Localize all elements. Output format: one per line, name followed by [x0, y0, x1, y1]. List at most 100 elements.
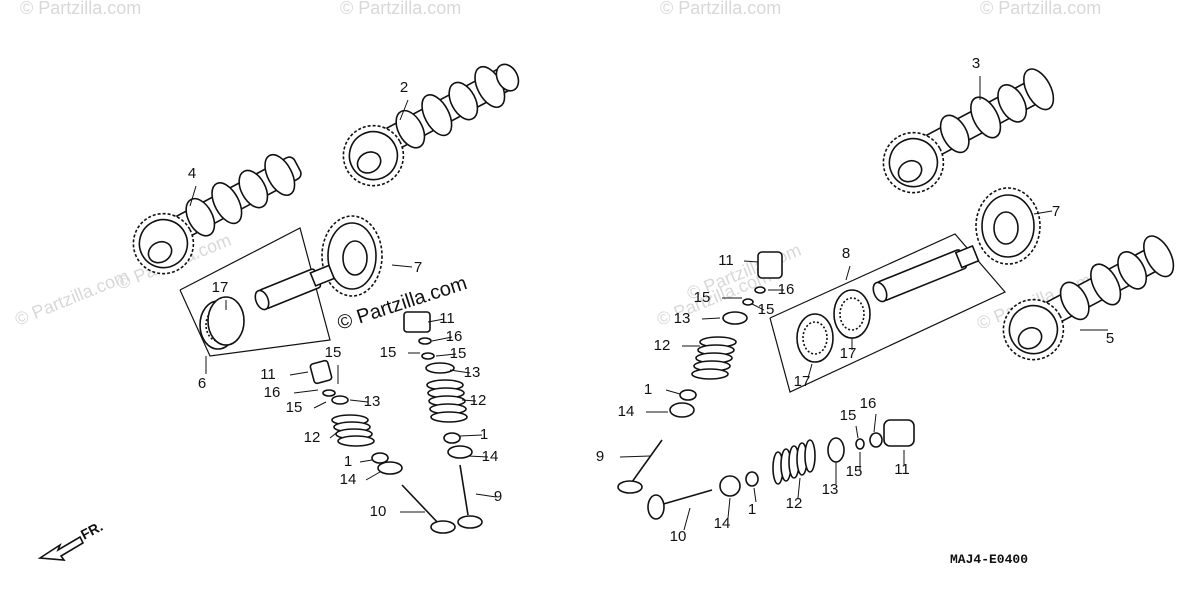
callout-leader-line [1033, 210, 1053, 215]
callout-leader-line [807, 363, 813, 379]
callout-number: 7 [414, 259, 422, 276]
front-direction-arrow: FR. [37, 518, 105, 561]
callout-number: 12 [786, 495, 803, 512]
callout-number: 13 [822, 481, 839, 498]
idler-assembly-6 [179, 227, 336, 357]
callout-number: 8 [842, 245, 850, 262]
callout-number: 15 [694, 289, 711, 306]
gear-7-left [321, 215, 383, 297]
drawing-code: MAJ4-E0400 [950, 552, 1028, 567]
callout-number: 17 [840, 345, 857, 362]
callout-leader-line [431, 336, 453, 342]
callout-leader-line [797, 477, 801, 499]
callout-number: 16 [446, 328, 463, 345]
callout-leader-line [873, 413, 877, 433]
callout-number: 13 [364, 393, 381, 410]
callout-number: 15 [380, 344, 397, 361]
callout-leader-line [313, 401, 327, 409]
callout-number: 14 [340, 471, 357, 488]
camshaft-2 [342, 63, 520, 187]
callout-number: 7 [1052, 203, 1060, 220]
callout-leader-line [727, 497, 731, 519]
callout-number: 4 [188, 165, 196, 182]
callout-number: 6 [198, 375, 206, 392]
callout-leader-line [683, 507, 691, 531]
valve-group-left-b [403, 311, 483, 529]
callout-number: 14 [618, 403, 635, 420]
faint-watermark: © Partzilla.com [980, 0, 1101, 18]
callout-leader-line [855, 425, 859, 439]
callout-number: 10 [670, 528, 687, 545]
callout-number: 15 [325, 344, 342, 361]
callout-leader-line [459, 434, 483, 437]
callout-number: 11 [718, 252, 734, 269]
callout-leader-line [619, 455, 651, 458]
callout-number: 15 [846, 463, 863, 480]
callout-number: 1 [480, 426, 488, 443]
callout-number: 1 [344, 453, 352, 470]
callout-leader-line [329, 429, 341, 439]
valve-group-right-b [647, 419, 915, 520]
gear-7-right [975, 187, 1041, 265]
callout-leader-line [399, 99, 409, 121]
callout-leader-line [293, 389, 319, 394]
callout-number: 9 [596, 448, 604, 465]
faint-watermark: © Partzilla.com [20, 0, 141, 18]
callout-number: 16 [778, 281, 795, 298]
callout-leader-line [449, 369, 471, 374]
callout-leader-line [665, 389, 681, 395]
callout-leader-line [435, 353, 457, 357]
idler-assembly-8 [769, 233, 1006, 393]
callout-leader-line [475, 493, 497, 498]
callout-leader-line [427, 318, 445, 323]
callout-number: 13 [674, 310, 691, 327]
callout-number: 11 [439, 310, 455, 327]
callout-leader-line [391, 264, 413, 268]
valve-group-right-a [617, 251, 783, 494]
faint-watermark: © Partzilla.com [340, 0, 461, 18]
callout-leader-line [289, 371, 309, 376]
callout-number: 11 [260, 366, 276, 383]
faint-watermark: © Partzilla.com [660, 0, 781, 18]
callout-number: 17 [212, 279, 229, 296]
callout-number: 13 [464, 364, 481, 381]
callout-number: 15 [450, 345, 467, 362]
callout-number: 1 [644, 381, 652, 398]
camshaft-5 [1002, 235, 1175, 361]
callout-number: 5 [1106, 330, 1114, 347]
camshaft-3 [882, 68, 1055, 194]
callout-number: 3 [972, 55, 980, 72]
callout-number: 14 [714, 515, 731, 532]
callout-leader-line [189, 185, 197, 207]
callout-leader-line [349, 399, 369, 403]
callout-leader-line [467, 455, 489, 458]
direction-label: FR. [78, 518, 105, 543]
callout-leader-line [753, 487, 757, 503]
callout-number: 2 [400, 79, 408, 96]
valve-group-left-a [309, 359, 456, 534]
callout-number: 14 [482, 448, 499, 465]
callout-number: 15 [758, 301, 775, 318]
callout-leader-line [365, 471, 381, 481]
callout-leader-line [845, 265, 851, 281]
callout-leader-line [751, 303, 765, 311]
callout-number: 16 [264, 384, 281, 401]
callout-leader-line [701, 317, 721, 320]
callout-number: 9 [494, 488, 502, 505]
callout-number: 11 [894, 461, 910, 478]
callout-number: 12 [470, 392, 487, 409]
callout-leader-line [461, 399, 477, 402]
callout-number: 16 [860, 395, 877, 412]
callout-number: 12 [304, 429, 321, 446]
callout-number: 17 [794, 373, 811, 390]
callout-leader-line [359, 459, 373, 463]
camshaft-4 [132, 153, 302, 275]
callout-number: 12 [654, 337, 671, 354]
callout-number: 1 [748, 501, 756, 518]
callout-number: 15 [286, 399, 303, 416]
callout-leader-line [743, 260, 759, 263]
callout-number: 10 [370, 503, 387, 520]
callout-number: 15 [840, 407, 857, 424]
